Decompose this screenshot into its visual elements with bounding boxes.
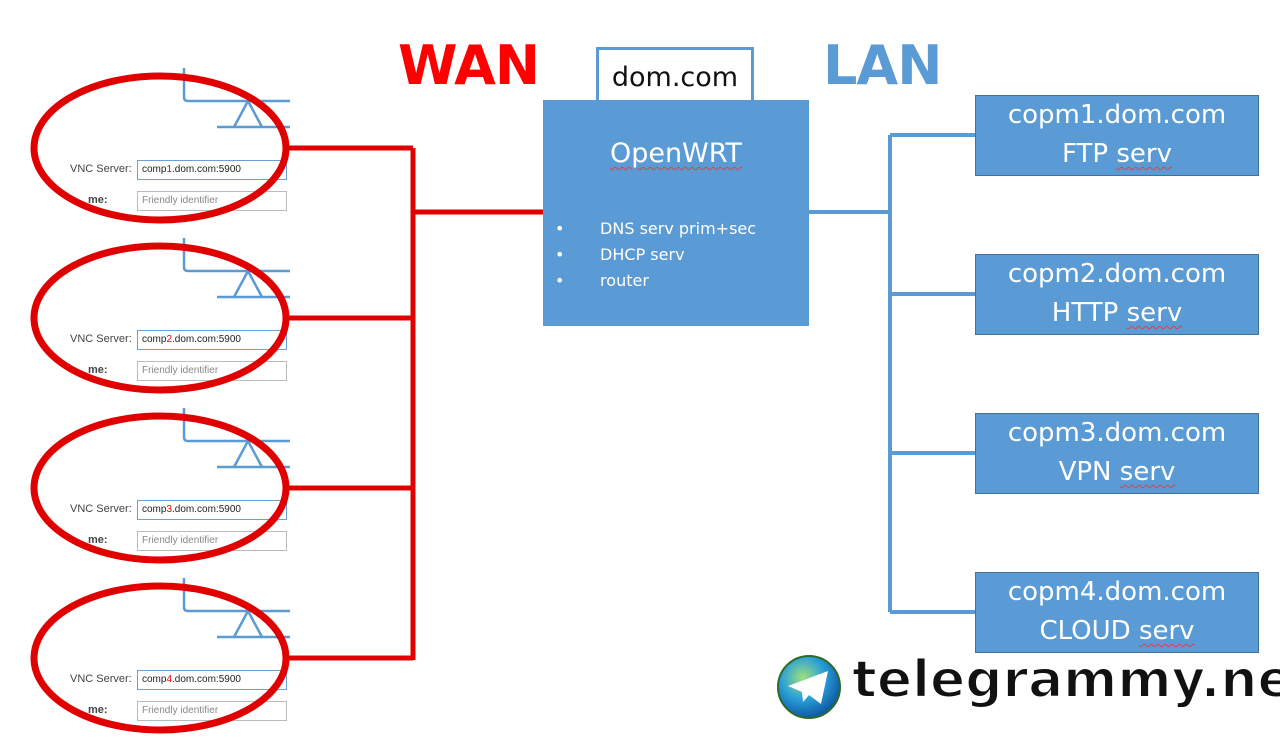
vnc-server-input[interactable]: comp3.dom.com:5900 xyxy=(137,500,287,520)
wan-label: WAN xyxy=(398,34,540,97)
wan-lines xyxy=(285,145,543,661)
vnc-server-label: VNC Server: xyxy=(70,673,132,685)
monitor-icons xyxy=(182,68,290,639)
server-host: copm4.dom.com xyxy=(1007,577,1227,607)
name-label: me: xyxy=(88,364,108,376)
watermark-text: telegrammy.net xyxy=(851,649,1280,711)
server-host: copm3.dom.com xyxy=(1007,418,1227,448)
feature-item: • DHCP serv xyxy=(555,245,685,264)
name-label: me: xyxy=(88,534,108,546)
friendly-name-input[interactable]: Friendly identifier xyxy=(137,191,287,211)
friendly-name-input[interactable]: Friendly identifier xyxy=(137,701,287,721)
lan-label: LAN xyxy=(823,34,942,97)
domain-label: dom.com xyxy=(596,47,754,103)
server-role: CLOUD serv xyxy=(1039,616,1195,646)
server-host: copm2.dom.com xyxy=(1007,259,1227,289)
monitor-icon xyxy=(182,68,290,129)
router-title: OpenWRT xyxy=(609,138,743,169)
lan-lines xyxy=(809,133,975,614)
vnc-server-label: VNC Server: xyxy=(70,333,132,345)
friendly-name-input[interactable]: Friendly identifier xyxy=(137,531,287,551)
vnc-server-input[interactable]: comp2.dom.com:5900 xyxy=(137,330,287,350)
vnc-server-input[interactable]: comp1.dom.com:5900 xyxy=(137,160,287,180)
server-role: HTTP serv xyxy=(1051,298,1183,328)
feature-item: • router xyxy=(555,271,649,290)
monitor-icon xyxy=(182,408,290,469)
telegram-logo-icon xyxy=(777,655,841,719)
vnc-server-label: VNC Server: xyxy=(70,503,132,515)
server-role: VPN serv xyxy=(1058,457,1176,487)
server-role: FTP serv xyxy=(1062,139,1172,169)
server-host: copm1.dom.com xyxy=(1007,100,1227,130)
router-box: OpenWRT • DNS serv prim+sec • DHCP serv … xyxy=(543,100,809,326)
monitor-icon xyxy=(182,578,290,639)
router-features: • DNS serv prim+sec • DHCP serv • router xyxy=(555,216,756,294)
vnc-server-label: VNC Server: xyxy=(70,163,132,175)
watermark: telegrammy.net xyxy=(776,649,1280,720)
monitor-icon xyxy=(182,238,290,299)
name-label: me: xyxy=(88,194,108,206)
name-label: me: xyxy=(88,704,108,716)
friendly-name-input[interactable]: Friendly identifier xyxy=(137,361,287,381)
feature-item: • DNS serv prim+sec xyxy=(555,219,757,238)
vnc-server-input[interactable]: comp4.dom.com:5900 xyxy=(137,670,287,690)
